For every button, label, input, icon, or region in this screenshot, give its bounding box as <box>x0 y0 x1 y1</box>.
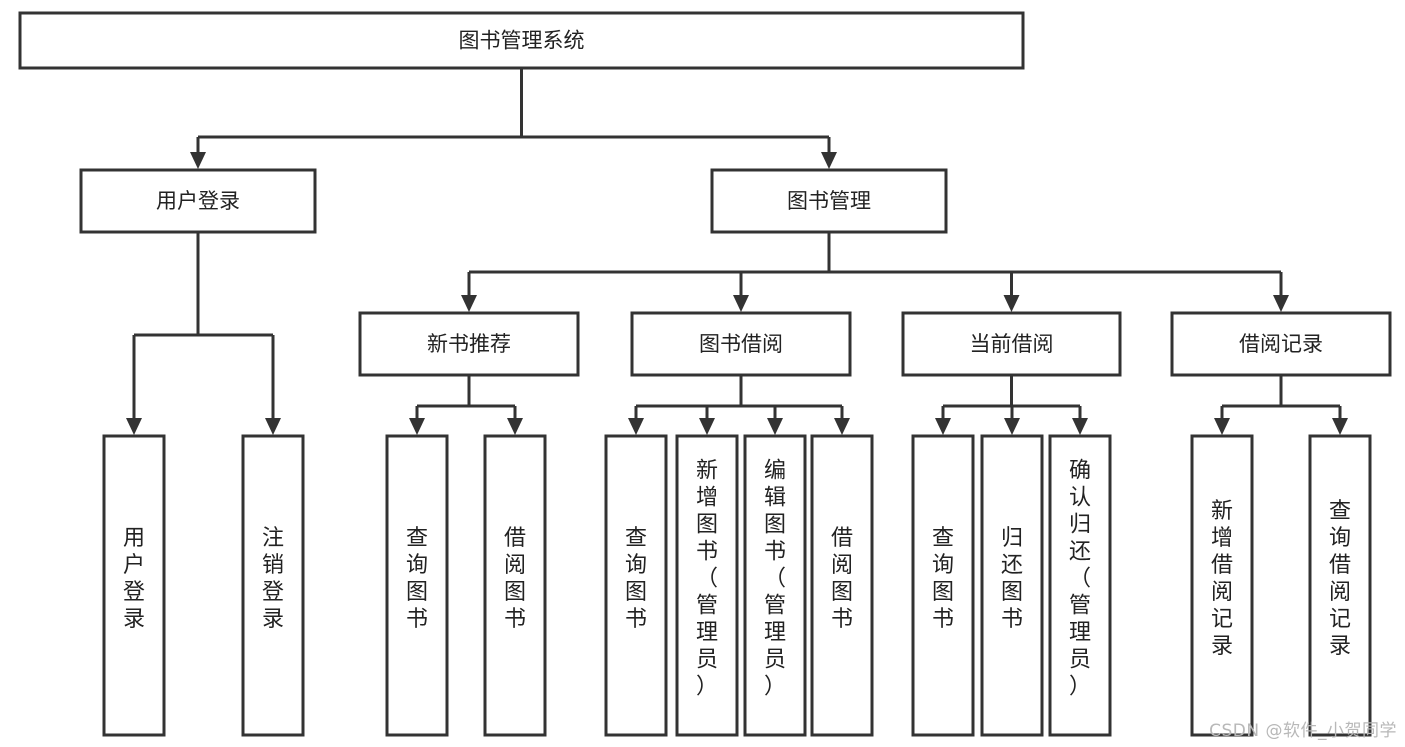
node-leaf-query-book-borrow-box[interactable] <box>604 434 668 737</box>
node-user-login-box[interactable] <box>79 168 317 234</box>
node-leaf-query-borrow-record-label: 查询借阅记录 <box>1329 499 1351 659</box>
node-borrow-record-label: 借阅记录 <box>1239 332 1323 356</box>
node-book-borrow-box[interactable] <box>630 311 852 377</box>
node-leaf-add-book-admin[interactable]: 新增图书（管理员） <box>675 434 739 737</box>
node-leaf-return-book[interactable]: 归还图书 <box>980 434 1044 737</box>
node-leaf-add-book-admin-box[interactable] <box>675 434 739 737</box>
node-leaf-query-book-recommend-box[interactable] <box>385 434 449 737</box>
connector-group-new-book-recommend <box>409 375 523 435</box>
node-leaf-user-login[interactable]: 用户登录 <box>102 434 166 737</box>
node-leaf-logout-label: 注销登录 <box>262 526 284 632</box>
node-leaf-return-book-box[interactable] <box>980 434 1044 737</box>
node-leaf-query-book-current[interactable]: 查询图书 <box>911 434 975 737</box>
connector-group-current-borrow <box>935 375 1088 435</box>
node-borrow-record-box[interactable] <box>1170 311 1392 377</box>
connector-group-book-borrow <box>628 375 850 435</box>
node-leaf-borrow-book-recommend-label: 借阅图书 <box>504 526 526 632</box>
node-leaf-borrow-book-box[interactable] <box>810 434 874 737</box>
node-root-system-box[interactable] <box>18 11 1025 70</box>
nodes-layer: 图书管理系统用户登录图书管理新书推荐图书借阅当前借阅借阅记录用户登录注销登录查询… <box>18 11 1392 737</box>
node-new-book-recommend-label: 新书推荐 <box>427 332 511 356</box>
node-leaf-logout-box[interactable] <box>241 434 305 737</box>
node-leaf-confirm-return-admin-box[interactable] <box>1048 434 1112 737</box>
node-leaf-add-book-admin-label: 新增图书（管理员） <box>696 459 718 700</box>
node-leaf-user-login-label: 用户登录 <box>123 526 145 632</box>
node-leaf-query-book-current-label: 查询图书 <box>932 526 954 632</box>
node-new-book-recommend-box[interactable] <box>358 311 580 377</box>
node-leaf-edit-book-admin[interactable]: 编辑图书（管理员） <box>743 434 807 737</box>
node-leaf-borrow-book[interactable]: 借阅图书 <box>810 434 874 737</box>
connector-group-book-manage <box>461 232 1289 312</box>
node-leaf-logout[interactable]: 注销登录 <box>241 434 305 737</box>
node-leaf-edit-book-admin-label: 编辑图书（管理员） <box>764 459 786 700</box>
node-leaf-user-login-box[interactable] <box>102 434 166 737</box>
node-leaf-query-book-borrow[interactable]: 查询图书 <box>604 434 668 737</box>
node-leaf-borrow-book-recommend[interactable]: 借阅图书 <box>483 434 547 737</box>
connector-group-root <box>190 68 837 169</box>
node-leaf-confirm-return-admin-label: 确认归还（管理员） <box>1069 459 1091 700</box>
node-leaf-add-borrow-record-label: 新增借阅记录 <box>1211 499 1233 659</box>
node-leaf-add-borrow-record[interactable]: 新增借阅记录 <box>1190 434 1254 737</box>
node-root-system-label: 图书管理系统 <box>459 29 585 53</box>
node-book-borrow-label: 图书借阅 <box>699 332 783 356</box>
node-current-borrow-label: 当前借阅 <box>970 332 1054 356</box>
node-new-book-recommend[interactable]: 新书推荐 <box>358 311 580 377</box>
node-book-manage-label: 图书管理 <box>787 189 871 213</box>
node-user-login-label: 用户登录 <box>156 189 240 213</box>
node-borrow-record[interactable]: 借阅记录 <box>1170 311 1392 377</box>
node-root-system[interactable]: 图书管理系统 <box>18 11 1025 70</box>
node-current-borrow-box[interactable] <box>901 311 1122 377</box>
node-leaf-return-book-label: 归还图书 <box>1001 526 1023 632</box>
connector-group-borrow-record <box>1214 375 1348 435</box>
node-user-login[interactable]: 用户登录 <box>79 168 317 234</box>
node-leaf-borrow-book-recommend-box[interactable] <box>483 434 547 737</box>
node-book-manage[interactable]: 图书管理 <box>710 168 948 234</box>
connector-group-user-login <box>126 232 281 435</box>
node-leaf-query-borrow-record-box[interactable] <box>1308 434 1372 737</box>
node-leaf-query-borrow-record[interactable]: 查询借阅记录 <box>1308 434 1372 737</box>
node-book-borrow[interactable]: 图书借阅 <box>630 311 852 377</box>
node-leaf-add-borrow-record-box[interactable] <box>1190 434 1254 737</box>
node-book-manage-box[interactable] <box>710 168 948 234</box>
node-leaf-query-book-borrow-label: 查询图书 <box>625 526 647 632</box>
node-leaf-query-book-recommend[interactable]: 查询图书 <box>385 434 449 737</box>
node-leaf-query-book-current-box[interactable] <box>911 434 975 737</box>
node-leaf-query-book-recommend-label: 查询图书 <box>406 526 428 632</box>
node-leaf-confirm-return-admin[interactable]: 确认归还（管理员） <box>1048 434 1112 737</box>
node-current-borrow[interactable]: 当前借阅 <box>901 311 1122 377</box>
node-leaf-borrow-book-label: 借阅图书 <box>831 526 853 632</box>
connectors-layer <box>126 68 1348 435</box>
node-leaf-edit-book-admin-box[interactable] <box>743 434 807 737</box>
